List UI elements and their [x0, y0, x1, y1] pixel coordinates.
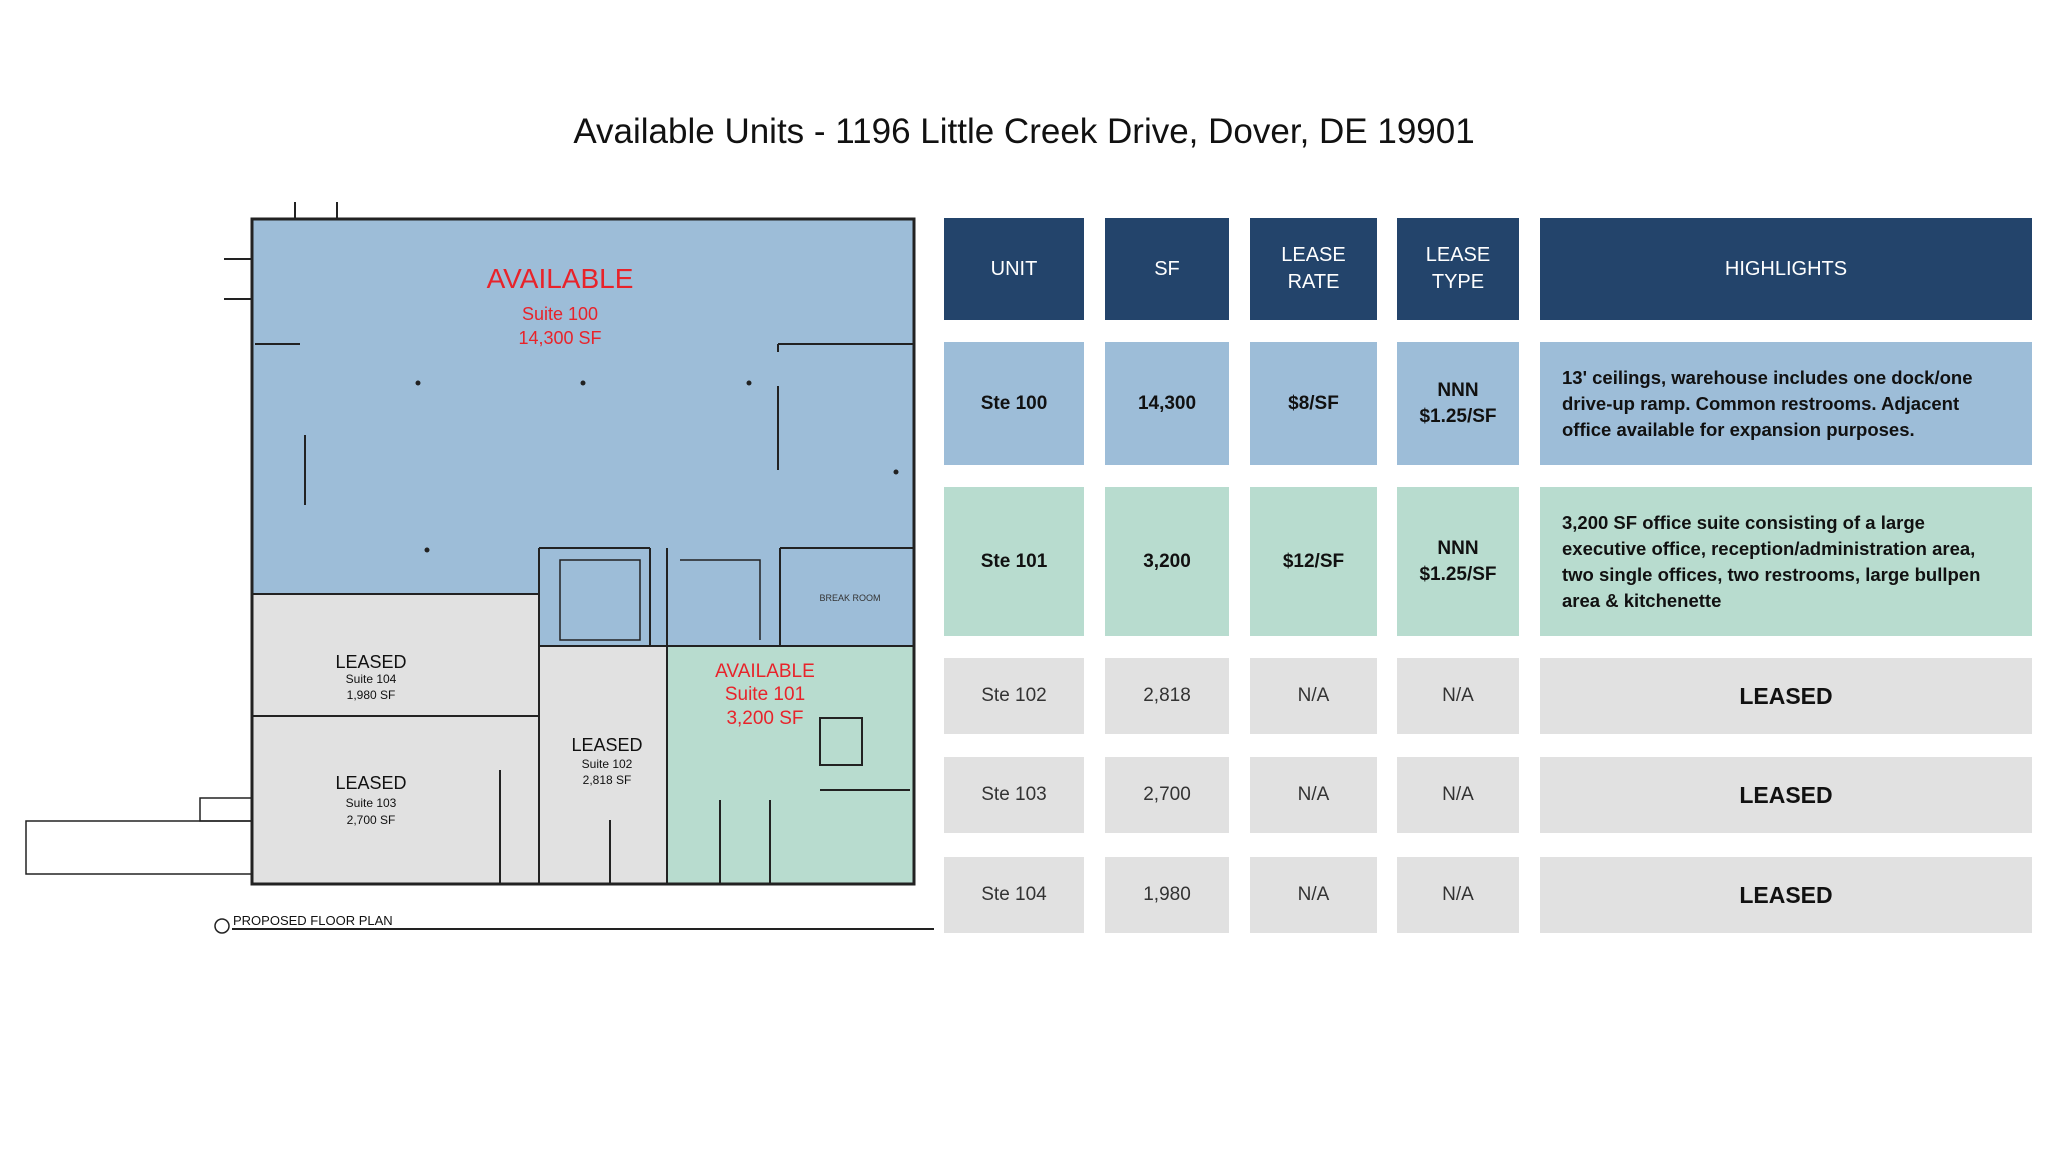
row-ste100-type-line2: $1.25/SF	[1419, 405, 1497, 427]
suite-104-area-label: 1,980 SF	[347, 688, 396, 702]
row-ste101-unit: Ste 101	[944, 487, 1084, 636]
row-ste104-unit: Ste 104	[944, 857, 1084, 933]
suite-101-status: AVAILABLE	[715, 661, 815, 682]
suite-100-area-label: 14,300 SF	[518, 328, 601, 348]
row-ste102-unit: Ste 102	[944, 658, 1084, 734]
suite-100-area	[251, 218, 915, 647]
suite-100-name: Suite 100	[522, 304, 598, 324]
row-ste100-sf: 14,300	[1105, 342, 1229, 465]
header-lease-type: LEASE TYPE	[1397, 218, 1519, 320]
row-ste102-rate: N/A	[1250, 658, 1377, 734]
row-ste101-type-line1: NNN	[1437, 537, 1479, 559]
header-sf: SF	[1105, 218, 1229, 320]
suite-102-name: Suite 102	[582, 757, 633, 771]
suite-102-area-label: 2,818 SF	[583, 773, 632, 787]
row-ste103-type: N/A	[1397, 757, 1519, 833]
row-ste103-highlights: LEASED	[1540, 757, 2032, 833]
header-lease-rate-line2: RATE	[1287, 271, 1340, 293]
row-ste104-highlights: LEASED	[1540, 857, 2032, 933]
suite-101-name: Suite 101	[725, 684, 805, 705]
suite-103-area-label: 2,700 SF	[347, 813, 396, 827]
row-ste104-sf: 1,980	[1105, 857, 1229, 933]
page-title: Available Units - 1196 Little Creek Driv…	[573, 112, 1475, 151]
row-ste101-sf: 3,200	[1105, 487, 1229, 636]
floor-plan-caption: PROPOSED FLOOR PLAN	[233, 913, 393, 928]
suite-104-name: Suite 104	[346, 672, 397, 686]
suite-103-status: LEASED	[335, 773, 406, 793]
row-ste101-rate: $12/SF	[1250, 487, 1377, 636]
header-lease-type-line1: LEASE	[1425, 244, 1491, 266]
row-ste102-highlights: LEASED	[1540, 658, 2032, 734]
header-lease-type-line2: TYPE	[1431, 271, 1485, 293]
row-ste100-unit: Ste 100	[944, 342, 1084, 465]
row-ste101-highlights: 3,200 SF office suite consisting of a la…	[1540, 487, 2032, 636]
row-ste100-type: NNN $1.25/SF	[1397, 342, 1519, 465]
row-ste101-type: NNN $1.25/SF	[1397, 487, 1519, 636]
suite-101-area-label: 3,200 SF	[726, 708, 803, 729]
row-ste102-type: N/A	[1397, 658, 1519, 734]
header-lease-rate: LEASE RATE	[1250, 218, 1377, 320]
suite-100-status: AVAILABLE	[487, 263, 634, 294]
suite-103-name: Suite 103	[346, 796, 397, 810]
row-ste100-highlights: 13' ceilings, warehouse includes one doc…	[1540, 342, 2032, 465]
row-ste100-type-line1: NNN	[1437, 379, 1479, 401]
header-lease-rate-line1: LEASE	[1281, 244, 1346, 266]
break-room-label: BREAK ROOM	[819, 593, 880, 603]
row-ste104-type: N/A	[1397, 857, 1519, 933]
row-ste104-rate: N/A	[1250, 857, 1377, 933]
header-highlights: HIGHLIGHTS	[1540, 218, 2032, 320]
suite-102-status: LEASED	[571, 735, 642, 755]
suite-103-area	[251, 715, 540, 885]
row-ste103-rate: N/A	[1250, 757, 1377, 833]
row-ste100-rate: $8/SF	[1250, 342, 1377, 465]
row-ste103-unit: Ste 103	[944, 757, 1084, 833]
suite-104-status: LEASED	[335, 652, 406, 672]
header-unit: UNIT	[944, 218, 1084, 320]
row-ste102-sf: 2,818	[1105, 658, 1229, 734]
row-ste101-type-line2: $1.25/SF	[1419, 563, 1497, 585]
row-ste103-sf: 2,700	[1105, 757, 1229, 833]
